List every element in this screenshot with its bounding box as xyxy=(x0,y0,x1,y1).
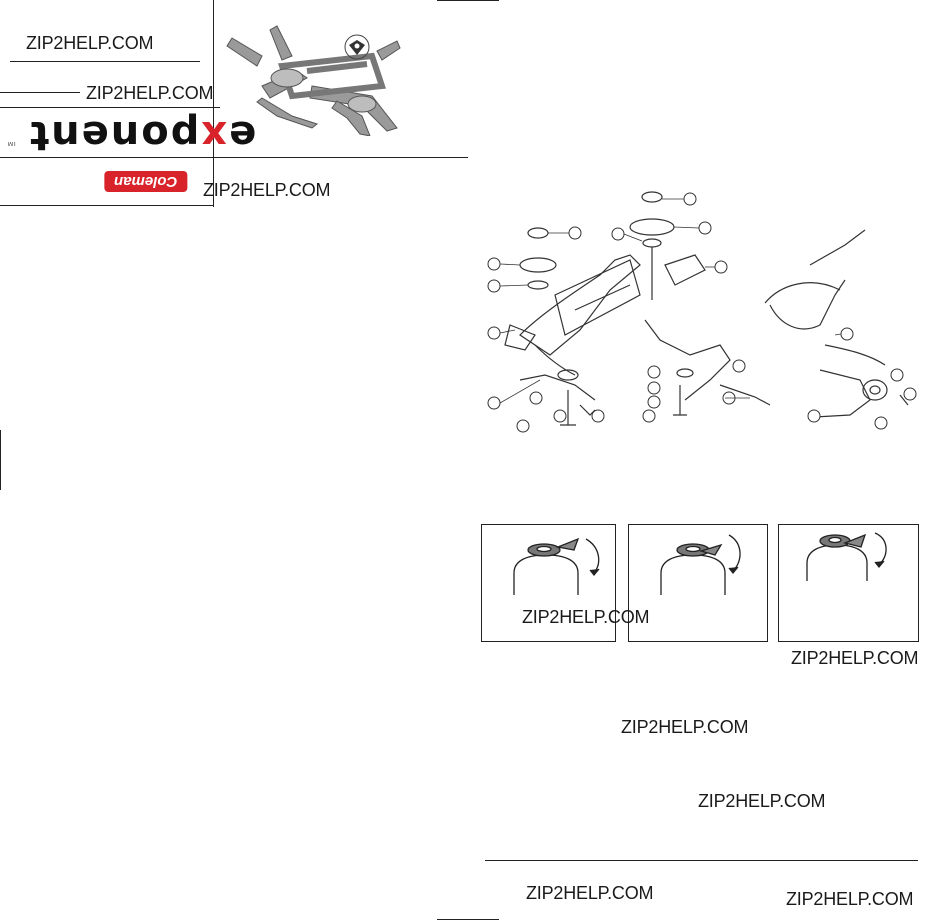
canister-connection-illustration xyxy=(513,537,600,595)
emblem-icon xyxy=(344,34,370,60)
watermark: ZIP2HELP.COM xyxy=(786,889,914,909)
clockwise-arrow-icon xyxy=(874,532,887,569)
exploded-parts-diagram xyxy=(487,191,917,433)
watermark: ZIP2HELP.COM xyxy=(791,648,919,668)
bottom-crop-mark xyxy=(437,919,499,920)
canister-connection-illustration xyxy=(806,532,887,581)
watermark: ZIP2HELP.COM xyxy=(26,33,154,53)
cover-vertical-rule xyxy=(213,0,214,207)
coleman-badge: Coleman xyxy=(104,171,188,192)
canister-connection-illustration xyxy=(660,534,741,595)
install-step-panel xyxy=(628,524,768,642)
top-crop-mark xyxy=(437,0,499,1)
clockwise-arrow-icon xyxy=(585,538,600,577)
watermark: ZIP2HELP.COM xyxy=(621,717,749,737)
cover-rule-3 xyxy=(0,107,220,108)
cover-rule-5 xyxy=(0,205,214,206)
clockwise-arrow-icon xyxy=(728,534,741,575)
stove-cover-illustration xyxy=(226,25,401,136)
watermark: ZIP2HELP.COM xyxy=(526,883,654,903)
cover-rule-1 xyxy=(10,61,200,62)
install-step-panel xyxy=(481,524,616,642)
install-step-panel xyxy=(778,524,919,642)
footer-rule xyxy=(485,860,918,861)
left-edge-mark xyxy=(0,430,1,490)
cover-rule-2 xyxy=(0,92,80,93)
cover-rule-4 xyxy=(0,157,468,158)
watermark: ZIP2HELP.COM xyxy=(203,180,331,200)
watermark: ZIP2HELP.COM xyxy=(86,83,214,103)
trademark-mark: TM xyxy=(8,140,17,146)
watermark: ZIP2HELP.COM xyxy=(522,607,650,627)
watermark: ZIP2HELP.COM xyxy=(698,791,826,811)
